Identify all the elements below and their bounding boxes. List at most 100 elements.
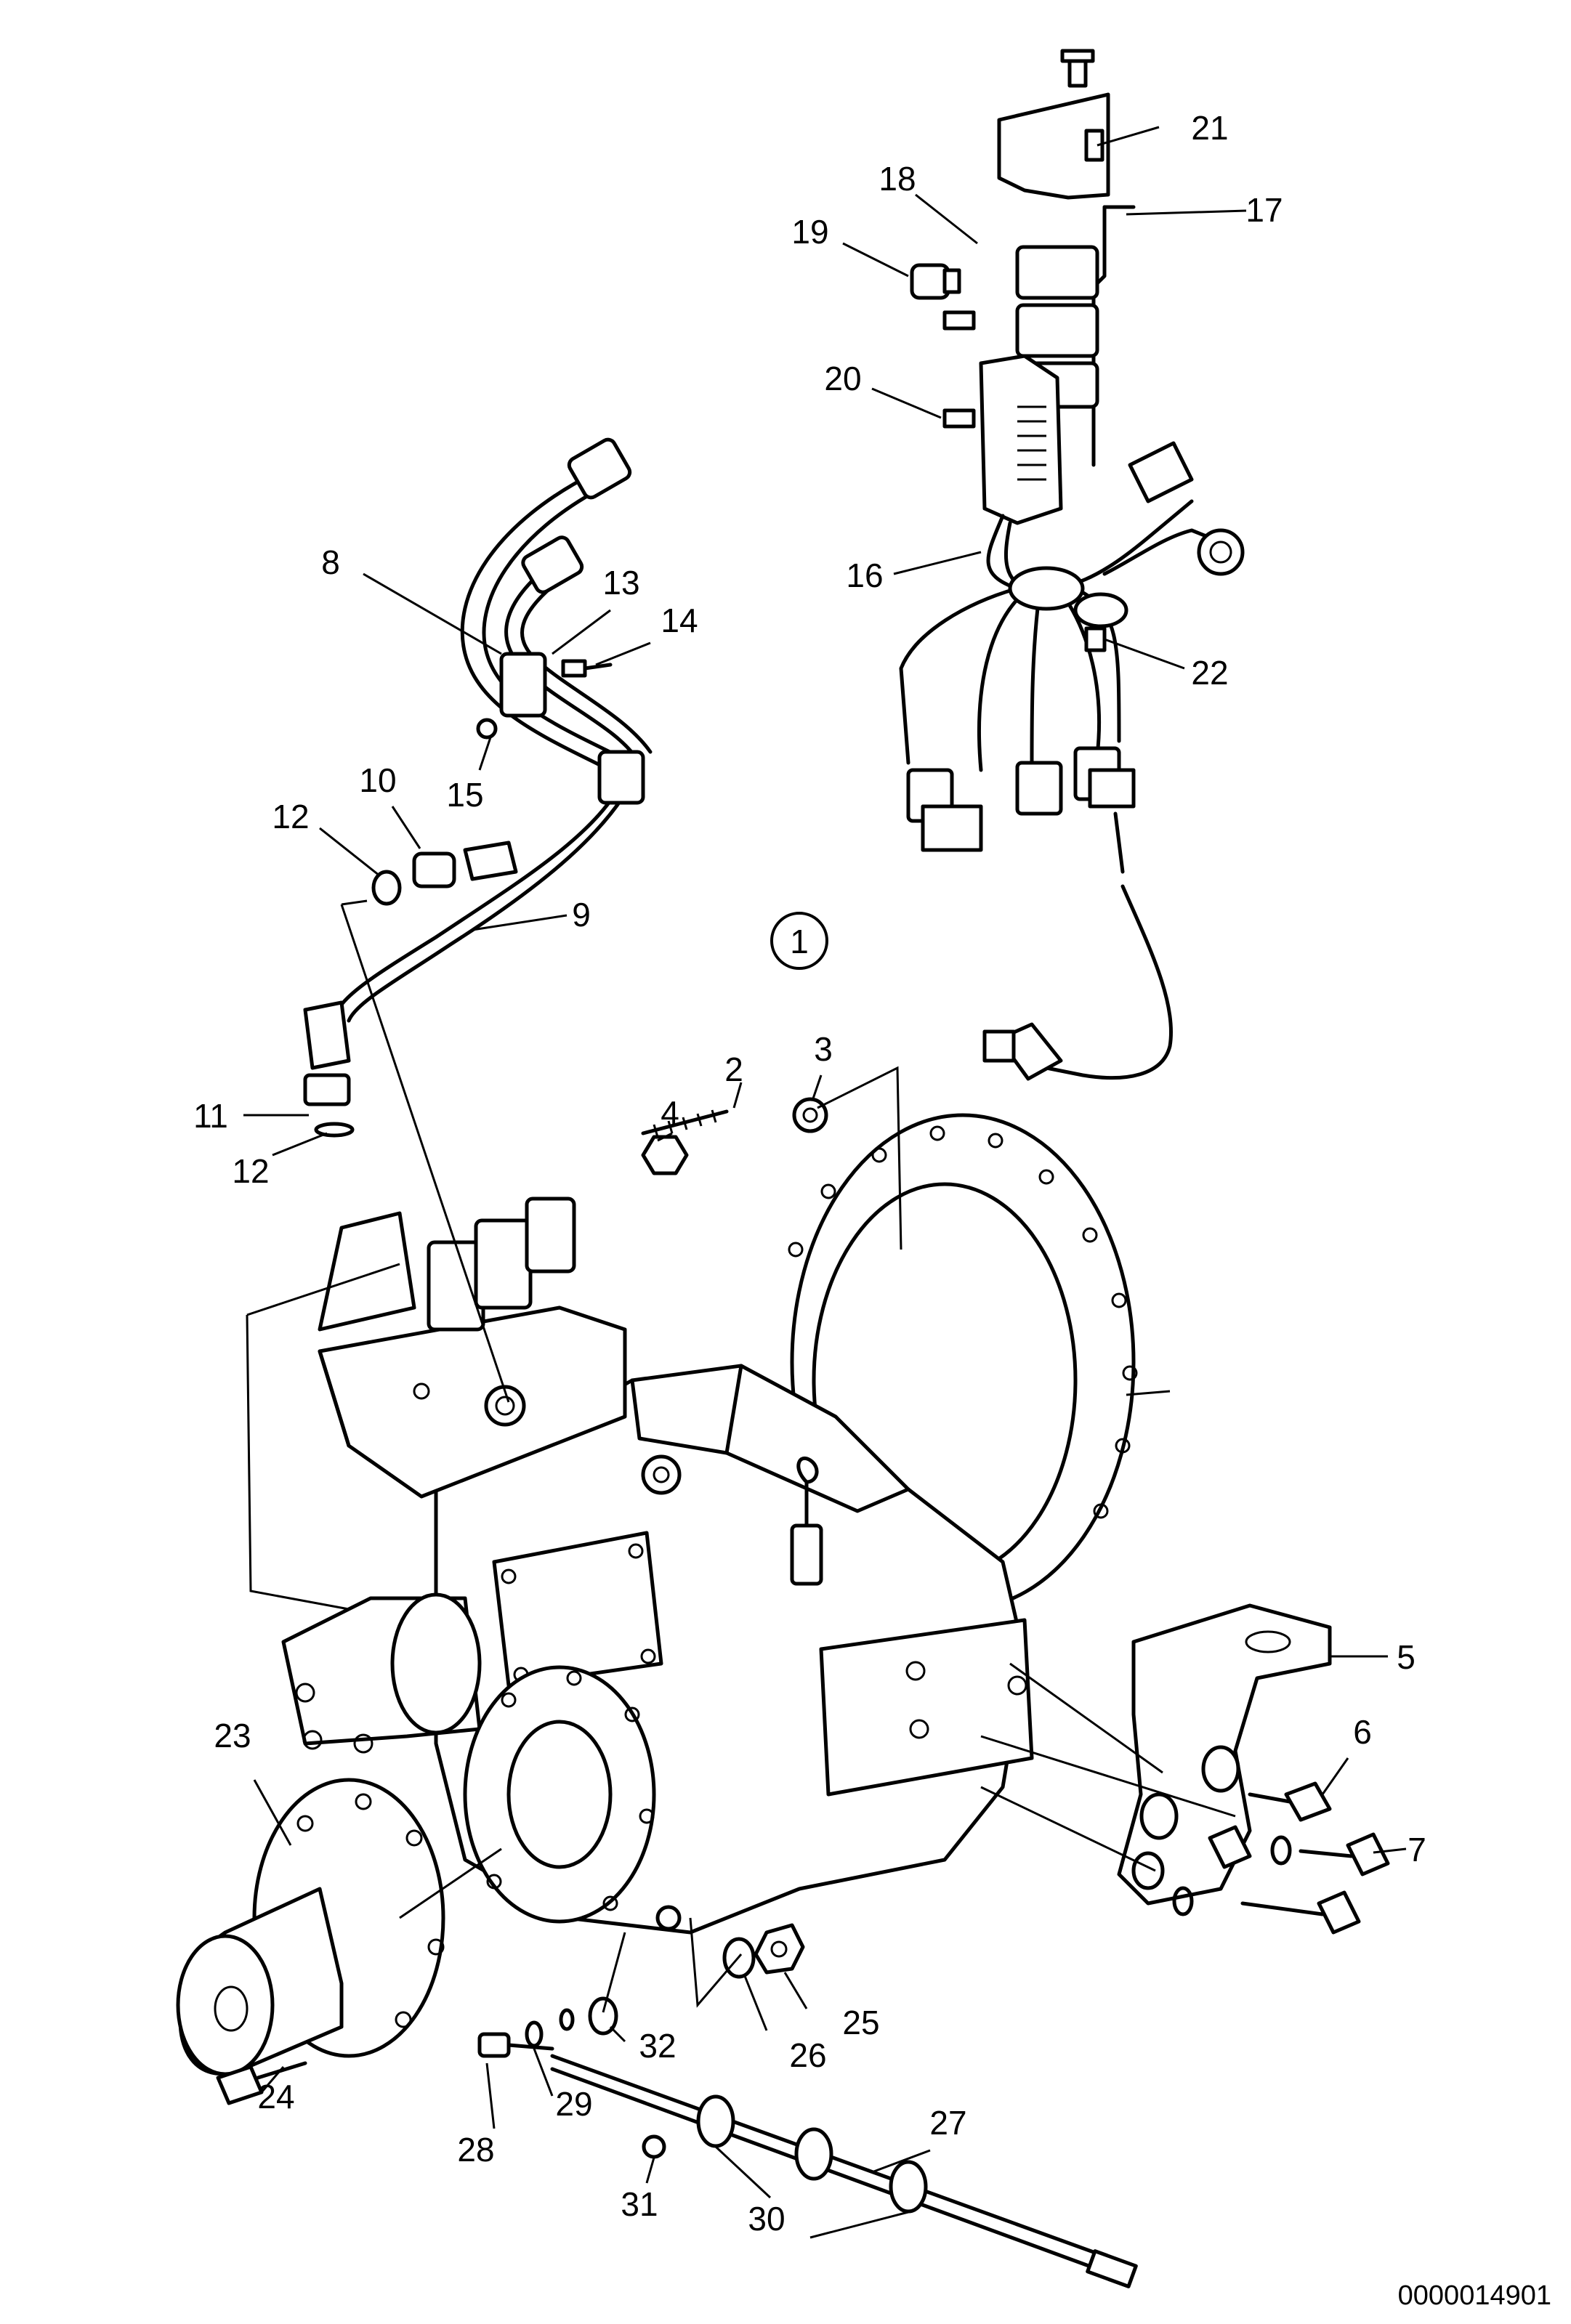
bolt-6 [1248,1792,1292,1804]
relay-block-1 [1015,245,1099,300]
bolt-7b-head [1317,1890,1361,1935]
callout-6: 6 [1353,1713,1372,1751]
body-sensor [790,1523,823,1586]
callout-30: 30 [748,2200,785,2238]
washer-3 [792,1097,828,1133]
callout-labels: 2 3 4 5 6 7 8 9 10 11 12 12 13 14 15 16 … [193,109,1426,2238]
callout-20: 20 [824,360,861,397]
callout-11: 11 [193,1097,228,1135]
filter-housing [318,1211,416,1332]
callout-21: 21 [1191,109,1228,147]
pin-20 [942,408,976,429]
drain-plug [655,1905,682,1931]
fitting-28 [477,2032,511,2058]
callout-4: 4 [661,1094,679,1132]
relay-block-2 [1015,303,1099,358]
fastener-group-lower [588,1905,805,2036]
document-number: 0000014901 [1398,2280,1551,2311]
hose-9 [332,775,627,1019]
rod-group [477,2008,1138,2288]
clamp-30-b [794,2127,833,2181]
callout-31: 31 [621,2185,658,2223]
stud-group [641,1097,828,1175]
washer-7a [1270,1835,1292,1866]
hose-fitting-top-2 [521,535,584,594]
bracket-hole-3 [1131,1851,1165,1890]
bracket-hole-2 [1139,1792,1179,1840]
callout-8: 8 [321,543,340,581]
assembly-marker-label: 1 [790,923,809,960]
bell-housing-bolt-holes [788,1125,1138,1519]
solenoid-2 [474,1218,533,1310]
callout-14: 14 [661,602,698,639]
callout-10: 10 [359,761,396,799]
callout-29: 29 [555,2085,592,2123]
bolt-7a-head [1208,1825,1252,1869]
clip-22 [1084,626,1107,652]
bolt-14 [561,659,587,678]
callout-12-lower: 12 [232,1152,269,1190]
clamp-30-c [889,2160,928,2214]
connector-low-2 [1015,761,1063,816]
callout-26: 26 [789,2036,826,2074]
bracket-hole-1 [1201,1745,1240,1793]
callout-18: 18 [879,160,916,198]
clamp-13-a [499,652,547,718]
callout-23: 23 [214,1717,251,1754]
connector-right-2 [1197,528,1245,576]
valve-port [484,1385,526,1427]
nut-25 [754,1923,805,1975]
callout-9: 9 [572,896,591,934]
callout-5: 5 [1397,1638,1415,1676]
cover-plate [492,1531,663,1688]
connector-right-1 [1128,441,1194,503]
callout-17: 17 [1245,191,1283,229]
control-valve-block [318,1197,627,1499]
hose-fitting-top-1 [567,437,632,500]
callout-2: 2 [724,1050,743,1088]
fitting-10 [412,851,456,888]
callout-13: 13 [602,564,639,602]
hydraulic-pump [281,1592,482,1754]
callout-28: 28 [457,2131,494,2169]
pump-flange [390,1592,482,1735]
callout-15: 15 [446,776,483,814]
callout-22: 22 [1191,654,1228,692]
leader-lines [243,126,1407,2239]
assembly-marker: 1 [770,912,828,970]
nut-4 [641,1135,689,1175]
hose-group [303,437,653,1138]
callout-16: 16 [846,556,883,594]
bracket-21 [997,92,1110,200]
main-connector [979,354,1063,525]
bolt-7c-head [1346,1832,1390,1876]
harness-sleeve [1008,566,1085,611]
clamp-13-b [597,750,645,805]
solenoid-connector [525,1197,576,1274]
nut-15 [476,718,498,740]
callout-27: 27 [929,2104,966,2142]
rod-27 [550,2054,1136,2269]
washer-7b [1172,1886,1194,1916]
rear-face [819,1618,1034,1797]
callout-24: 24 [257,2078,294,2116]
o-ring-12-upper [371,870,402,906]
bolt-6-head [1284,1781,1332,1822]
housing-output-flange [463,1665,656,1924]
sensor-cable [1044,884,1174,1080]
adapter-11 [303,1000,351,1070]
callout-7: 7 [1408,1831,1426,1868]
washer-32 [588,1996,618,2036]
wiring-harness-group [899,49,1245,1081]
clamp-30-a [696,2094,735,2148]
breather [641,1454,682,1495]
ring-29 [525,2020,544,2048]
output-flange-group [176,1665,656,2105]
callout-32: 32 [639,2027,676,2065]
mount-bracket-group [1117,1603,1390,1935]
callout-19: 19 [791,213,828,251]
callout-3: 3 [814,1030,833,1068]
hose-8-a [460,470,627,780]
callout-12-upper: 12 [272,798,309,835]
